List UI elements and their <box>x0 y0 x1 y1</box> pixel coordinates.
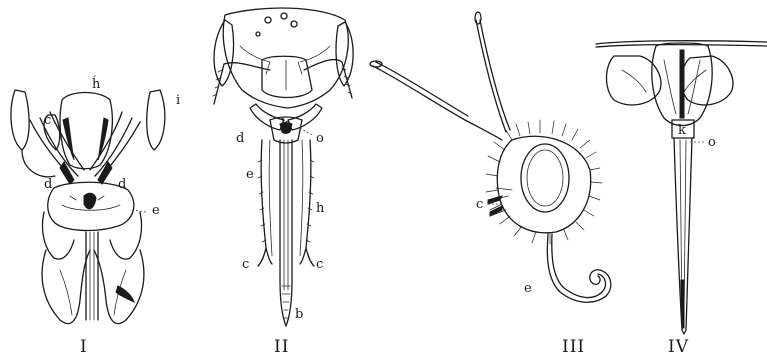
panel-4-label-o: o <box>708 135 716 150</box>
panel-1-label-e: e <box>152 203 160 218</box>
panel-2-label-d: d <box>236 131 244 146</box>
panel-2-numeral: II <box>274 337 289 356</box>
panel-3-label-c: c <box>476 197 483 212</box>
panel-1-numeral: I <box>80 337 88 356</box>
panel-2-label-o: o <box>316 131 324 146</box>
panel-2-label-h: h <box>316 201 325 216</box>
panel-1-label-c: c <box>44 113 51 128</box>
panel-3-label-e: e <box>524 281 532 296</box>
panel-2-label-e: e <box>246 167 254 182</box>
panel-2-drawing <box>213 8 353 326</box>
panel-1-label-d-right: d <box>118 177 126 192</box>
panel-2-label-c-left: c <box>242 257 249 272</box>
panel-2-label-c-right: c <box>316 257 323 272</box>
panel-2-label-k: k <box>281 117 289 132</box>
panel-2-label-b: b <box>295 307 303 322</box>
panel-3-drawing <box>370 12 611 302</box>
leader-lines <box>132 128 704 212</box>
panel-4-numeral: IV <box>668 337 689 356</box>
panel-1-label-h-prime: h́ <box>92 75 101 92</box>
panel-1-label-a: a <box>88 192 96 207</box>
panel-1-label-d-left: d <box>44 177 52 192</box>
panel-4-drawing <box>596 41 767 334</box>
panel-4-label-k: k <box>678 123 686 138</box>
panel-1-label-i: i <box>176 93 180 108</box>
panel-3-numeral: III <box>562 337 585 356</box>
